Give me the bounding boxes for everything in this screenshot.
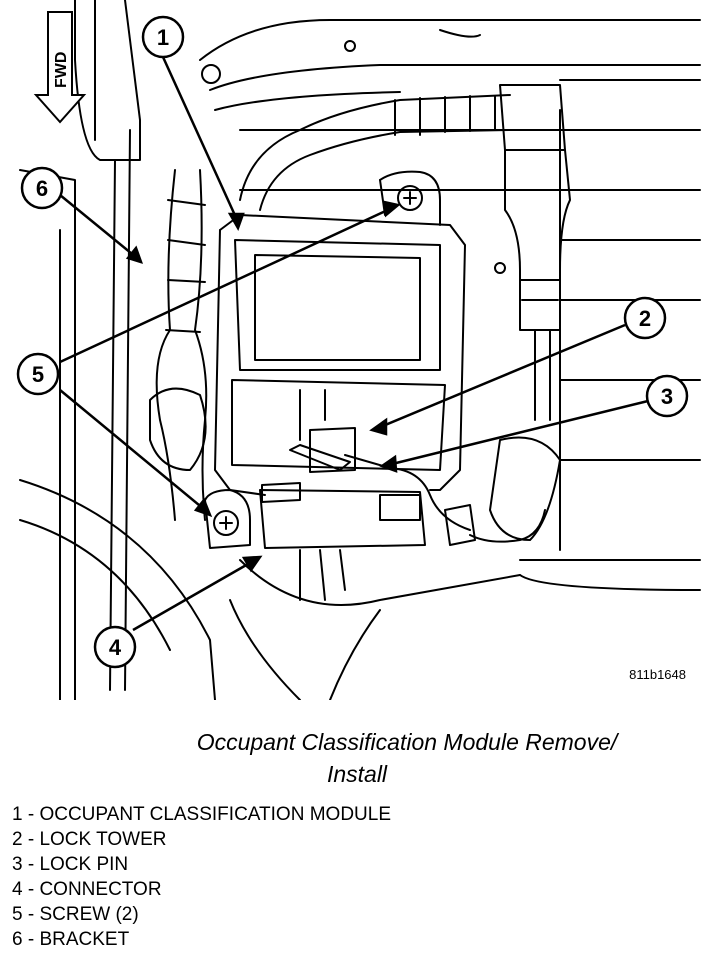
callout-4: 4 xyxy=(93,625,137,669)
legend-item: 4 - CONNECTOR xyxy=(12,879,162,900)
svg-text:3: 3 xyxy=(661,384,673,409)
module-illustration: FWD 1 2 3 4 5 6 xyxy=(16,0,701,700)
parts-legend: 1 - OCCUPANT CLASSIFICATION MODULE 2 - L… xyxy=(12,802,391,952)
callout-5: 5 xyxy=(16,352,60,396)
legend-item: 1 - OCCUPANT CLASSIFICATION MODULE xyxy=(12,804,391,825)
legend-item: 6 - BRACKET xyxy=(12,929,130,950)
svg-text:6: 6 xyxy=(36,176,48,201)
svg-text:5: 5 xyxy=(32,362,44,387)
fwd-label: FWD xyxy=(53,52,70,88)
caption-line-2: Install xyxy=(326,761,388,787)
leader-line-4 xyxy=(132,558,256,632)
leader-line-2 xyxy=(377,323,626,430)
caption-line-1: Occupant Classification Module Remove/ xyxy=(196,729,618,755)
legend-item: 2 - LOCK TOWER xyxy=(12,829,167,850)
svg-text:1: 1 xyxy=(157,25,169,50)
leader-line-5a xyxy=(59,206,393,364)
callout-1: 1 xyxy=(141,15,185,59)
callout-6: 6 xyxy=(20,166,64,210)
callout-2: 2 xyxy=(623,296,667,340)
legend-item: 5 - SCREW (2) xyxy=(12,904,139,925)
callout-3: 3 xyxy=(645,374,689,418)
leader-line-6 xyxy=(59,194,138,259)
leader-line-3 xyxy=(387,399,649,467)
leader-line-5b xyxy=(59,389,206,511)
svg-text:2: 2 xyxy=(639,306,651,331)
figure-code: 811b1648 xyxy=(629,667,686,682)
forward-direction-arrow: FWD xyxy=(33,11,87,124)
leader-line-1 xyxy=(161,56,240,223)
figure-caption: Occupant Classification Module Remove/ I… xyxy=(0,726,704,790)
wheel-arc xyxy=(19,479,216,700)
svg-text:4: 4 xyxy=(109,635,122,660)
legend-item: 3 - LOCK PIN xyxy=(12,854,129,875)
